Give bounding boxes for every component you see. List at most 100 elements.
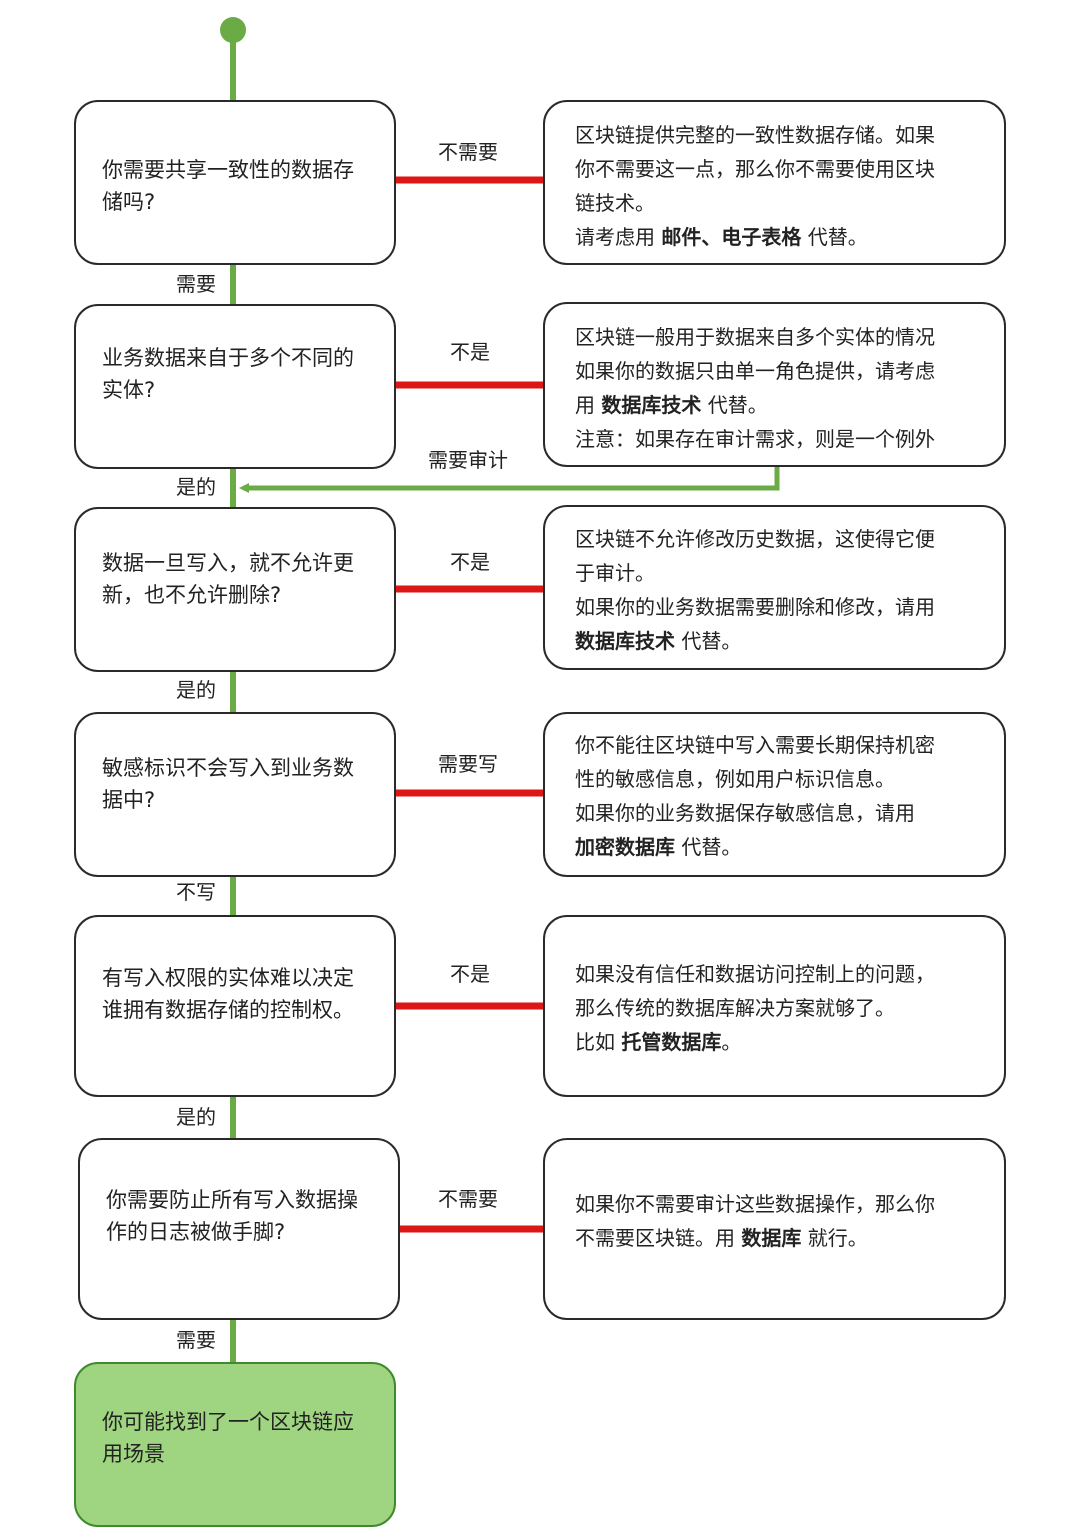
advice-text: 区块链不允许修改历史数据，这使得它便于审计。如果你的业务数据需要删除和修改，请用…	[575, 522, 992, 658]
text-segment: 比如	[575, 1030, 622, 1054]
advice-line: 用 数据库技术 代替。	[575, 388, 992, 422]
no-branch-label: 不是	[450, 340, 490, 364]
text-segment: 代替。	[675, 835, 742, 859]
text-segment: 如果你的业务数据保存敏感信息，请用	[575, 801, 915, 825]
yes-branch-label: 是的	[176, 1105, 216, 1129]
advice-box: 区块链提供完整的一致性数据存储。如果你不需要这一点，那么你不需要使用区块链技术。…	[543, 100, 1006, 265]
advice-line: 请考虑用 邮件、电子表格 代替。	[575, 220, 992, 254]
advice-line: 区块链一般用于数据来自多个实体的情况	[575, 320, 992, 354]
advice-text: 你不能往区块链中写入需要长期保持机密性的敏感信息，例如用户标识信息。如果你的业务…	[575, 728, 992, 864]
advice-line: 不需要区块链。用 数据库 就行。	[575, 1221, 992, 1255]
question-line: 敏感标识不会写入到业务数	[102, 756, 354, 780]
no-branch-label: 不需要	[438, 1187, 498, 1211]
text-segment: 如果没有信任和数据访问控制上的问题，	[575, 962, 935, 986]
text-segment: 区块链提供完整的一致性数据存储。如果	[575, 123, 935, 147]
text-segment: 注意：如果存在审计需求，则是一个例外	[575, 427, 935, 451]
audit-return-connector	[239, 467, 780, 493]
text-segment: 于审计。	[575, 561, 655, 585]
question-text: 有写入权限的实体难以决定谁拥有数据存储的控制权。	[102, 962, 380, 1026]
question-box: 业务数据来自于多个不同的实体?	[74, 304, 396, 469]
advice-text: 如果你不需要审计这些数据操作，那么你不需要区块链。用 数据库 就行。	[575, 1187, 992, 1255]
question-line: 实体?	[102, 378, 156, 402]
advice-line: 比如 托管数据库。	[575, 1025, 992, 1059]
advice-line: 注意：如果存在审计需求，则是一个例外	[575, 422, 992, 456]
question-line: 有写入权限的实体难以决定	[102, 966, 354, 990]
advice-line: 你不需要这一点，那么你不需要使用区块	[575, 152, 992, 186]
advice-line: 如果你的数据只由单一角色提供，请考虑	[575, 354, 992, 388]
question-text: 业务数据来自于多个不同的实体?	[102, 342, 380, 406]
advice-box: 区块链不允许修改历史数据，这使得它便于审计。如果你的业务数据需要删除和修改，请用…	[543, 505, 1006, 670]
advice-line: 链技术。	[575, 186, 992, 220]
question-line: 据中?	[102, 788, 156, 812]
no-branch-label: 不需要	[438, 140, 498, 164]
conclusion-text: 你可能找到了一个区块链应用场景	[102, 1406, 380, 1470]
question-box: 敏感标识不会写入到业务数据中?	[74, 712, 396, 877]
question-text: 数据一旦写入，就不允许更新，也不允许删除?	[102, 547, 380, 611]
advice-box: 如果没有信任和数据访问控制上的问题，那么传统的数据库解决方案就够了。比如 托管数…	[543, 915, 1006, 1097]
text-segment: 如果你的数据只由单一角色提供，请考虑	[575, 359, 935, 383]
question-text: 敏感标识不会写入到业务数据中?	[102, 752, 380, 816]
text-segment: 不需要区块链。用	[575, 1226, 742, 1250]
advice-line: 数据库技术 代替。	[575, 624, 992, 658]
yes-branch-label: 需要	[176, 272, 216, 296]
conclusion-line: 你可能找到了一个区块链应	[102, 1410, 354, 1434]
emphasis-text: 加密数据库	[575, 835, 675, 859]
yes-branch-label: 需要	[176, 1328, 216, 1352]
text-segment: 如果你的业务数据需要删除和修改，请用	[575, 595, 935, 619]
text-segment: 。	[721, 1030, 742, 1054]
advice-text: 区块链一般用于数据来自多个实体的情况如果你的数据只由单一角色提供，请考虑用 数据…	[575, 320, 992, 456]
question-text: 你需要共享一致性的数据存储吗?	[102, 154, 380, 218]
text-segment: 就行。	[801, 1226, 868, 1250]
emphasis-text: 托管数据库	[621, 1030, 722, 1054]
advice-line: 如果你不需要审计这些数据操作，那么你	[575, 1187, 992, 1221]
text-segment: 你不需要这一点，那么你不需要使用区块	[575, 157, 935, 181]
emphasis-text: 邮件、电子表格	[661, 225, 802, 249]
yes-branch-label: 是的	[176, 475, 216, 499]
text-segment: 你不能往区块链中写入需要长期保持机密	[575, 733, 935, 757]
advice-text: 如果没有信任和数据访问控制上的问题，那么传统的数据库解决方案就够了。比如 托管数…	[575, 957, 992, 1059]
advice-text: 区块链提供完整的一致性数据存储。如果你不需要这一点，那么你不需要使用区块链技术。…	[575, 118, 992, 254]
advice-box: 区块链一般用于数据来自多个实体的情况如果你的数据只由单一角色提供，请考虑用 数据…	[543, 302, 1006, 467]
question-line: 新，也不允许删除?	[102, 583, 282, 607]
no-branch-label: 需要写	[438, 752, 498, 776]
text-segment: 性的敏感信息，例如用户标识信息。	[575, 767, 895, 791]
advice-line: 加密数据库 代替。	[575, 830, 992, 864]
question-box: 你需要共享一致性的数据存储吗?	[74, 100, 396, 265]
advice-box: 如果你不需要审计这些数据操作，那么你不需要区块链。用 数据库 就行。	[543, 1138, 1006, 1320]
advice-line: 性的敏感信息，例如用户标识信息。	[575, 762, 992, 796]
question-line: 储吗?	[102, 190, 156, 214]
no-branch-label: 不是	[450, 962, 490, 986]
emphasis-text: 数据库	[741, 1226, 802, 1250]
text-segment: 那么传统的数据库解决方案就够了。	[575, 996, 895, 1020]
text-segment: 用	[575, 393, 602, 417]
text-segment: 区块链不允许修改历史数据，这使得它便	[575, 527, 935, 551]
question-text: 你需要防止所有写入数据操作的日志被做手脚?	[106, 1184, 384, 1248]
yes-branch-label: 不写	[176, 880, 216, 904]
advice-line: 那么传统的数据库解决方案就够了。	[575, 991, 992, 1025]
advice-box: 你不能往区块链中写入需要长期保持机密性的敏感信息，例如用户标识信息。如果你的业务…	[543, 712, 1006, 877]
emphasis-text: 数据库技术	[575, 629, 675, 653]
text-segment: 代替。	[801, 225, 868, 249]
advice-line: 于审计。	[575, 556, 992, 590]
question-line: 谁拥有数据存储的控制权。	[102, 998, 354, 1022]
advice-line: 如果你的业务数据保存敏感信息，请用	[575, 796, 992, 830]
advice-line: 你不能往区块链中写入需要长期保持机密	[575, 728, 992, 762]
emphasis-text: 数据库技术	[601, 393, 702, 417]
no-branch-label: 不是	[450, 550, 490, 574]
text-segment: 链技术。	[575, 191, 655, 215]
question-line: 业务数据来自于多个不同的	[102, 346, 354, 370]
text-segment: 请考虑用	[575, 225, 662, 249]
start-node	[220, 17, 246, 43]
question-box: 你需要防止所有写入数据操作的日志被做手脚?	[78, 1138, 400, 1320]
question-line: 作的日志被做手脚?	[106, 1220, 286, 1244]
conclusion-line: 用场景	[102, 1442, 165, 1466]
text-segment: 如果你不需要审计这些数据操作，那么你	[575, 1192, 935, 1216]
advice-line: 如果你的业务数据需要删除和修改，请用	[575, 590, 992, 624]
conclusion-box: 你可能找到了一个区块链应用场景	[74, 1362, 396, 1527]
question-box: 数据一旦写入，就不允许更新，也不允许删除?	[74, 507, 396, 672]
advice-line: 区块链提供完整的一致性数据存储。如果	[575, 118, 992, 152]
audit-return-label: 需要审计	[428, 448, 508, 472]
advice-line: 如果没有信任和数据访问控制上的问题，	[575, 957, 992, 991]
